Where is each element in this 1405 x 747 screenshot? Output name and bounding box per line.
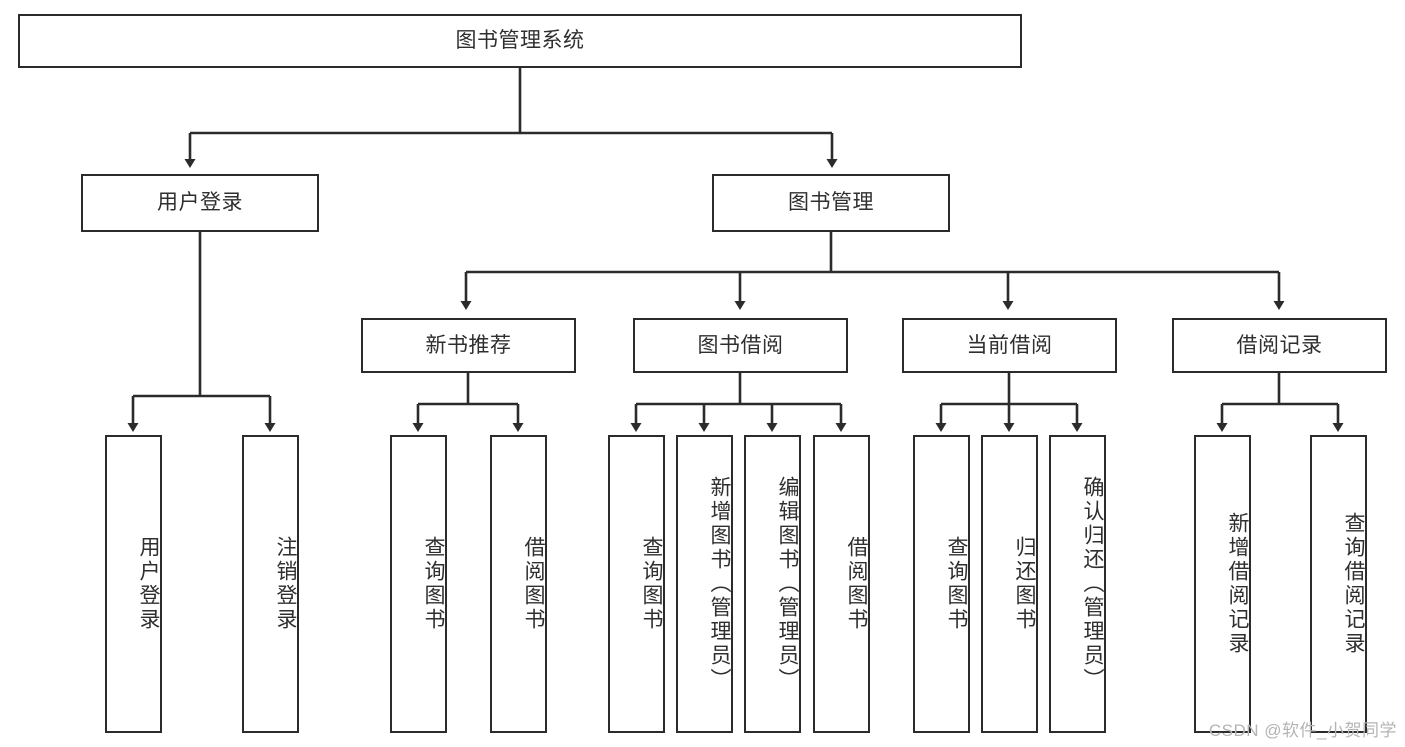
leaf-borrow-add-book-label: 新增图书（管理员）	[708, 476, 731, 692]
leaf-record-query-record[interactable]: 查询借阅记录	[1310, 435, 1367, 733]
leaf-borrow-borrow-book-label: 借阅图书	[845, 536, 868, 632]
node-current-borrow-label: 当前借阅	[966, 333, 1053, 357]
leaf-record-query-record-label: 查询借阅记录	[1342, 512, 1365, 656]
node-book-management[interactable]: 图书管理	[712, 174, 950, 232]
leaf-user-login-signout-label: 注销登录	[274, 536, 297, 632]
leaf-borrow-edit-book[interactable]: 编辑图书（管理员）	[744, 435, 801, 733]
leaf-record-add-record-label: 新增借阅记录	[1226, 512, 1249, 656]
leaf-current-query-book-label: 查询图书	[945, 536, 968, 632]
leaf-recommend-query-book-label: 查询图书	[422, 536, 445, 632]
leaf-borrow-borrow-book[interactable]: 借阅图书	[813, 435, 870, 733]
node-root-label: 图书管理系统	[455, 29, 585, 53]
leaf-user-login-signin-label: 用户登录	[137, 536, 160, 632]
node-book-management-label: 图书管理	[788, 191, 874, 215]
node-new-book-recommend-label: 新书推荐	[425, 333, 512, 357]
node-root[interactable]: 图书管理系统	[18, 14, 1022, 68]
leaf-borrow-add-book[interactable]: 新增图书（管理员）	[676, 435, 733, 733]
node-borrow-record[interactable]: 借阅记录	[1172, 318, 1387, 373]
node-user-login[interactable]: 用户登录	[81, 174, 319, 232]
node-book-borrow[interactable]: 图书借阅	[633, 318, 848, 373]
leaf-borrow-edit-book-label: 编辑图书（管理员）	[776, 476, 799, 692]
leaf-recommend-borrow-book-label: 借阅图书	[522, 536, 545, 632]
leaf-user-login-signin[interactable]: 用户登录	[105, 435, 162, 733]
node-borrow-record-label: 借阅记录	[1236, 333, 1323, 357]
leaf-user-login-signout[interactable]: 注销登录	[242, 435, 299, 733]
node-book-borrow-label: 图书借阅	[697, 333, 784, 357]
node-current-borrow[interactable]: 当前借阅	[902, 318, 1117, 373]
leaf-current-return-book-label: 归还图书	[1013, 536, 1036, 632]
leaf-current-return-book[interactable]: 归还图书	[981, 435, 1038, 733]
watermark-text: CSDN @软件_小贺同学	[1208, 721, 1397, 740]
leaf-borrow-query-book-label: 查询图书	[640, 536, 663, 632]
leaf-current-confirm-return-label: 确认归还（管理员）	[1081, 476, 1104, 692]
node-user-login-label: 用户登录	[157, 191, 243, 215]
leaf-recommend-query-book[interactable]: 查询图书	[390, 435, 447, 733]
leaf-recommend-borrow-book[interactable]: 借阅图书	[490, 435, 547, 733]
node-new-book-recommend[interactable]: 新书推荐	[361, 318, 576, 373]
leaf-borrow-query-book[interactable]: 查询图书	[608, 435, 665, 733]
leaf-current-confirm-return[interactable]: 确认归还（管理员）	[1049, 435, 1106, 733]
leaf-record-add-record[interactable]: 新增借阅记录	[1194, 435, 1251, 733]
leaf-current-query-book[interactable]: 查询图书	[913, 435, 970, 733]
